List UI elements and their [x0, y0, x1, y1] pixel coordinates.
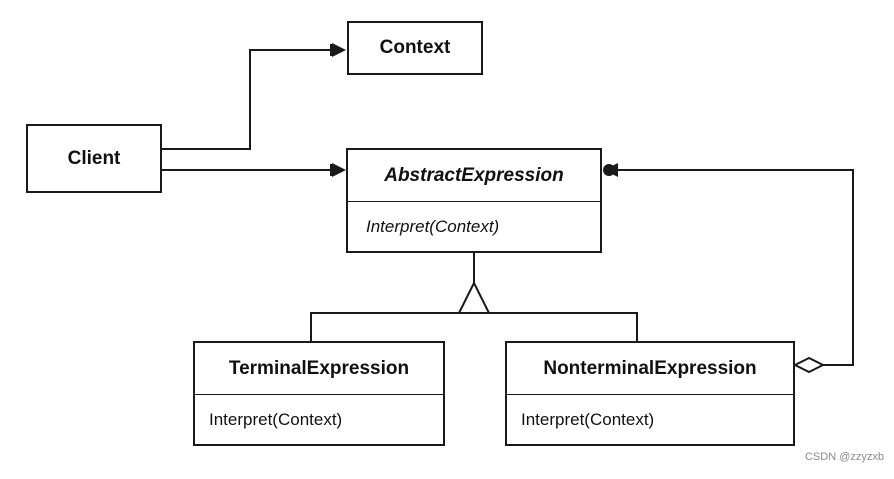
- watermark-text: CSDN @zzyzxb: [804, 451, 884, 463]
- terminal-expression-operation: Interpret(Context): [195, 394, 443, 444]
- client-context-arrow-tick: [330, 44, 333, 56]
- aggregation-multiplicity-dot: [603, 164, 615, 176]
- client-abstract-arrowhead: [332, 163, 346, 177]
- aggregation-diamond: [792, 356, 826, 374]
- abstract-expression-class-name: AbstractExpression: [384, 164, 564, 186]
- client-context-association-line: [162, 49, 332, 150]
- nonterminal-expression-class-name: NonterminalExpression: [543, 357, 757, 379]
- context-class-box[interactable]: Context: [347, 21, 483, 75]
- terminal-expression-class-name: TerminalExpression: [228, 357, 410, 379]
- terminal-expression-class-box[interactable]: TerminalExpression Interpret(Context): [193, 341, 445, 446]
- client-context-arrowhead: [332, 43, 346, 57]
- abstract-expression-class-box[interactable]: AbstractExpression Interpret(Context): [346, 148, 602, 253]
- client-class-name: Client: [67, 147, 121, 169]
- abstract-expression-operation: Interpret(Context): [348, 201, 600, 251]
- inheritance-triangle: [457, 280, 491, 314]
- client-abstract-arrow-tick: [330, 164, 333, 176]
- nonterminal-expression-class-box[interactable]: NonterminalExpression Interpret(Context): [505, 341, 795, 446]
- aggregation-line: [618, 169, 854, 366]
- client-class-box[interactable]: Client: [26, 124, 162, 193]
- inheritance-branch-line: [310, 312, 638, 342]
- nonterminal-expression-operation: Interpret(Context): [507, 394, 793, 444]
- context-class-name: Context: [379, 37, 451, 58]
